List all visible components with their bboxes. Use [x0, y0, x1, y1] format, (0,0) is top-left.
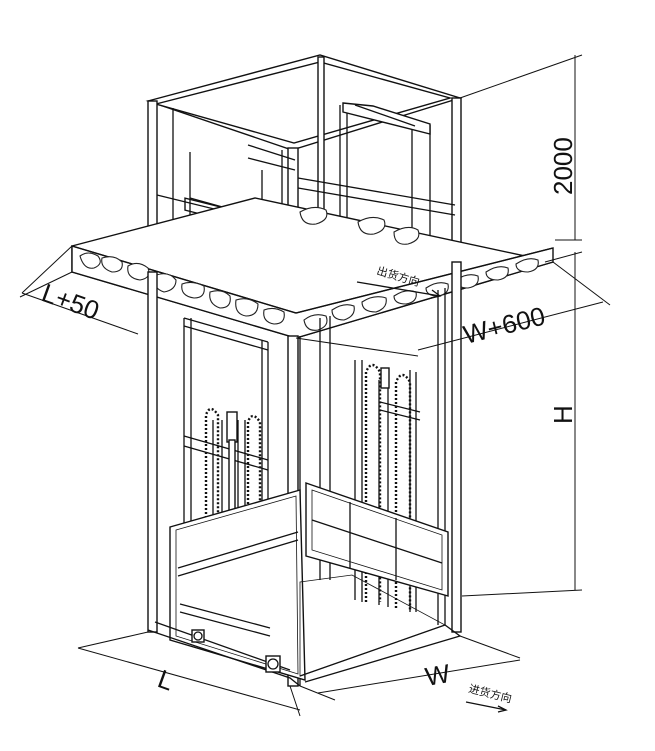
lower-shaft [147, 261, 462, 687]
dimension-lines [19, 54, 611, 717]
dimension-W: W [423, 658, 453, 692]
floor-slab [71, 197, 554, 339]
dimension-H: H [548, 405, 578, 424]
dimension-2000: 2000 [548, 137, 578, 195]
dimension-L: L [154, 663, 178, 696]
dimension-W-plus-600: W+600 [460, 301, 548, 350]
incoming-direction-label: 进货方向 [467, 681, 513, 705]
dimension-L-plus-50: L+50 [38, 277, 103, 325]
